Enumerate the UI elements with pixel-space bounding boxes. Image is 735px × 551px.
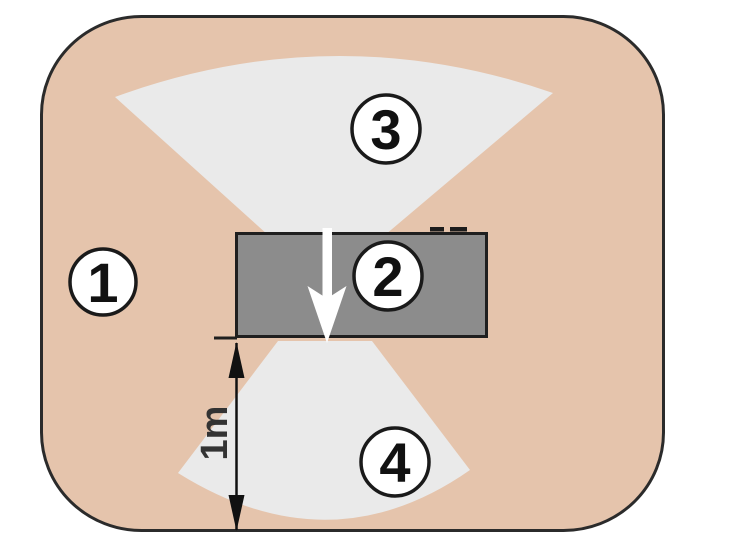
dimension-arrowhead-down (228, 495, 245, 531)
block-top-mark-left (430, 227, 444, 232)
dimension-line (228, 342, 245, 531)
zone-badge-3-number: 3 (370, 98, 401, 161)
zone-badge-2-number: 2 (372, 245, 403, 308)
block-top-mark-right (450, 227, 467, 232)
down-arrow-head (307, 286, 347, 343)
zone-badge-4-number: 4 (379, 431, 410, 494)
zone-badge-1-number: 1 (87, 251, 118, 314)
upper-fan-zone-shape (115, 55, 553, 235)
dimension-arrowhead-up (228, 342, 245, 378)
zone-badge-1: 1 (68, 247, 138, 317)
zone-badge-3: 3 (350, 93, 422, 165)
down-arrow-shaft (322, 228, 332, 304)
zone-badge-4: 4 (359, 426, 431, 498)
dimension-label: 1m (194, 406, 236, 461)
zone-badge-4-circle (359, 426, 431, 498)
zone-badge-2-circle (352, 240, 424, 312)
down-arrow-icon (307, 228, 347, 343)
zone-badge-3-circle (350, 93, 422, 165)
zone-badge-1-circle (68, 247, 138, 317)
zone-badge-2: 2 (352, 240, 424, 312)
equipment-block-shape (235, 232, 488, 338)
